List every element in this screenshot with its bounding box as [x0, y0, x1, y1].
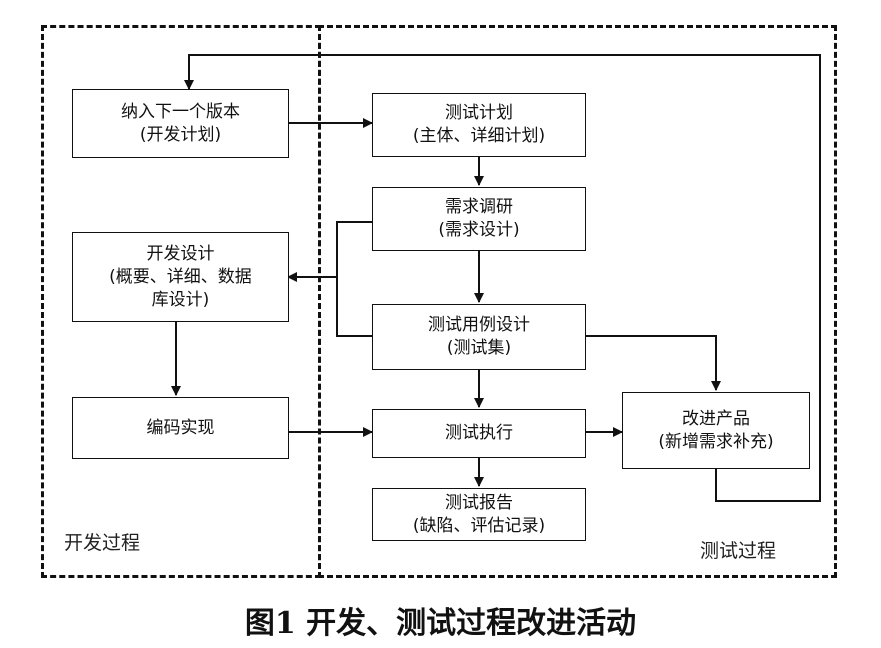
node-test-report-line1: 测试报告	[445, 492, 513, 513]
node-dev-design-line3: 库设计)	[151, 289, 210, 310]
node-test-case-design: 测试用例设计 (测试集)	[372, 304, 586, 370]
node-test-case-design-line1: 测试用例设计	[428, 315, 530, 335]
dev-process-label: 开发过程	[64, 532, 141, 554]
node-dev-design-line2: (概要、详细、数据	[109, 266, 252, 287]
node-test-report: 测试报告 (缺陷、评估记录)	[372, 488, 586, 541]
figure-caption: 图1 开发、测试过程改进活动	[244, 606, 637, 641]
node-requirements: 需求调研 (需求设计)	[372, 187, 586, 251]
node-dev-design: 开发设计 (概要、详细、数据 库设计)	[72, 232, 289, 322]
node-requirements-line2: (需求设计)	[438, 220, 520, 240]
node-coding: 编码实现	[72, 397, 289, 459]
arrow-to-dev-design	[288, 221, 372, 337]
node-coding-line1: 编码实现	[146, 417, 215, 438]
arrow-test-case-design-to-improve-product	[586, 335, 721, 391]
node-test-case-design-line2: (测试集)	[446, 338, 512, 358]
node-next-version-line1: 纳入下一个版本	[121, 101, 240, 122]
node-improve-product-line2: (新增需求补充)	[658, 431, 774, 452]
node-next-version-line2: (开发计划)	[139, 124, 222, 145]
node-test-plan-line1: 测试计划	[445, 103, 513, 123]
node-dev-design-line1: 开发设计	[146, 243, 215, 264]
node-next-version: 纳入下一个版本 (开发计划)	[72, 89, 289, 158]
node-improve-product: 改进产品 (新增需求补充)	[622, 392, 810, 469]
node-test-report-line2: (缺陷、评估记录)	[412, 515, 546, 536]
node-test-plan-line2: (主体、详细计划)	[412, 126, 546, 146]
node-test-plan: 测试计划 (主体、详细计划)	[372, 93, 586, 157]
arrow-improve-product-loop-back	[184, 54, 821, 502]
node-requirements-line1: 需求调研	[445, 197, 513, 217]
node-test-execution-line1: 测试执行	[445, 423, 513, 443]
node-improve-product-line1: 改进产品	[682, 408, 750, 429]
test-process-region	[318, 25, 837, 578]
node-test-execution: 测试执行	[372, 409, 586, 458]
test-process-label: 测试过程	[700, 540, 777, 562]
